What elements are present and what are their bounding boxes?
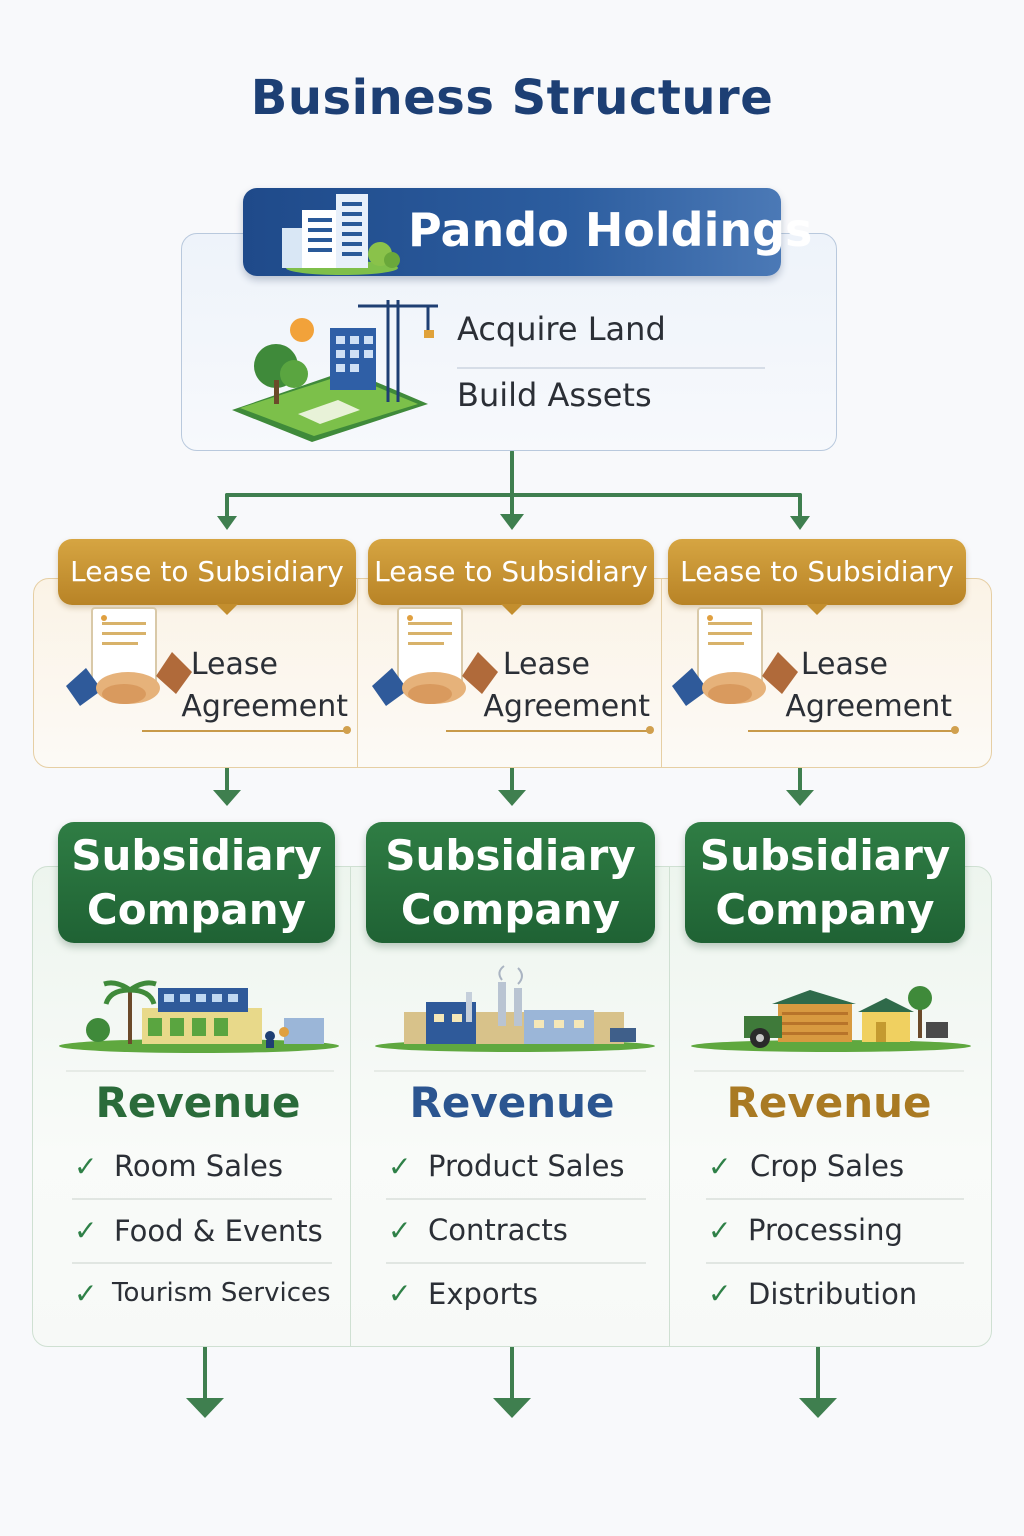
arrow-down-icon [498,790,526,806]
lease-label-line1: Lease [502,647,590,682]
revenue-divider [72,1198,332,1200]
subsidiary-title-line1: Subsidiary [385,830,636,880]
revenue-heading-2: Revenue [409,1078,615,1127]
lease-label-line1: Lease [800,647,888,682]
scene-divider [374,1070,646,1072]
lease-label-line2: Agreement [181,689,348,724]
handshake-contract-icon [672,607,798,706]
lease-label-line1: Lease [190,647,278,682]
lease-banner-2: Lease to Subsidiary [368,539,654,605]
office-building-icon [282,194,400,275]
lease-dot [646,726,654,734]
factory-icon [375,965,655,1052]
subsidiary-panel-2 [350,866,670,1347]
scene-divider [694,1070,964,1072]
revenue-item: Distribution [748,1277,918,1311]
check-icon: ✓ [708,1150,732,1183]
arrow-down-icon [786,790,814,806]
revenue-item: Exports [428,1277,539,1311]
page-title: Business Structure [250,70,774,126]
revenue-heading-1: Revenue [95,1078,301,1127]
subsidiary-title-line1: Subsidiary [71,830,322,880]
revenue-item: Room Sales [114,1149,283,1183]
check-icon: ✓ [708,1277,732,1310]
arrow-down-icon [500,514,524,530]
arrow-down-icon [799,1398,837,1418]
revenue-divider [706,1262,964,1264]
check-icon: ✓ [74,1277,98,1310]
construction-land-icon [232,300,438,442]
check-icon: ✓ [388,1214,412,1247]
revenue-item: Contracts [428,1213,568,1247]
revenue-item: Processing [748,1213,903,1247]
lease-notch [806,604,828,615]
lease-label-3: Lease Agreement [752,644,952,728]
arrow-down-icon [790,516,810,530]
subsidiary-panel-1 [32,866,351,1347]
scene-divider [66,1070,334,1072]
holdings-divider [457,367,765,369]
subsidiary-banner-1: Subsidiary Company [58,822,335,943]
revenue-divider [706,1198,964,1200]
holdings-task-acquire-land: Acquire Land [457,310,666,348]
hotel-resort-icon [59,980,339,1053]
arrow-down-icon [213,790,241,806]
check-icon: ✓ [388,1277,412,1310]
lease-banner-1: Lease to Subsidiary [58,539,356,605]
lease-label-1: Lease Agreement [150,644,348,728]
arrow-down-icon [186,1398,224,1418]
lease-underline [142,730,346,732]
lease-dot [343,726,351,734]
subsidiary-title-line2: Company [715,884,935,934]
revenue-item: Tourism Services [112,1278,331,1308]
arrow-down-icon [217,516,237,530]
lease-label-2: Lease Agreement [450,644,650,728]
holdings-task-build-assets: Build Assets [457,376,652,414]
arrow-down-icon [493,1398,531,1418]
subsidiary-banner-3: Subsidiary Company [685,822,965,943]
lease-notch [501,604,523,615]
revenue-item: Crop Sales [750,1149,905,1183]
check-icon: ✓ [74,1150,98,1183]
handshake-contract-icon [372,607,498,706]
revenue-item: Product Sales [428,1149,625,1183]
check-icon: ✓ [74,1214,98,1247]
subsidiary-title-line1: Subsidiary [699,830,951,880]
check-icon: ✓ [708,1214,732,1247]
revenue-divider [386,1198,646,1200]
subsidiary-title-line2: Company [86,884,307,934]
lease-label-line2: Agreement [483,689,650,724]
handshake-contract-icon [66,607,192,706]
revenue-divider [72,1262,332,1264]
lease-underline [446,730,650,732]
subsidiary-panel-3 [669,866,992,1347]
revenue-item: Food & Events [114,1214,323,1248]
lease-notch [216,604,238,615]
farm-icon [691,986,971,1052]
holdings-name: Pando Holdings [408,203,813,257]
check-icon: ✓ [388,1150,412,1183]
lease-label-line2: Agreement [785,689,952,724]
revenue-heading-3: Revenue [726,1078,932,1127]
lease-underline [748,730,954,732]
revenue-divider [386,1262,646,1264]
lease-dot [951,726,959,734]
lease-banner-3: Lease to Subsidiary [668,539,966,605]
subsidiary-banner-2: Subsidiary Company [366,822,655,943]
subsidiary-title-line2: Company [400,884,621,934]
